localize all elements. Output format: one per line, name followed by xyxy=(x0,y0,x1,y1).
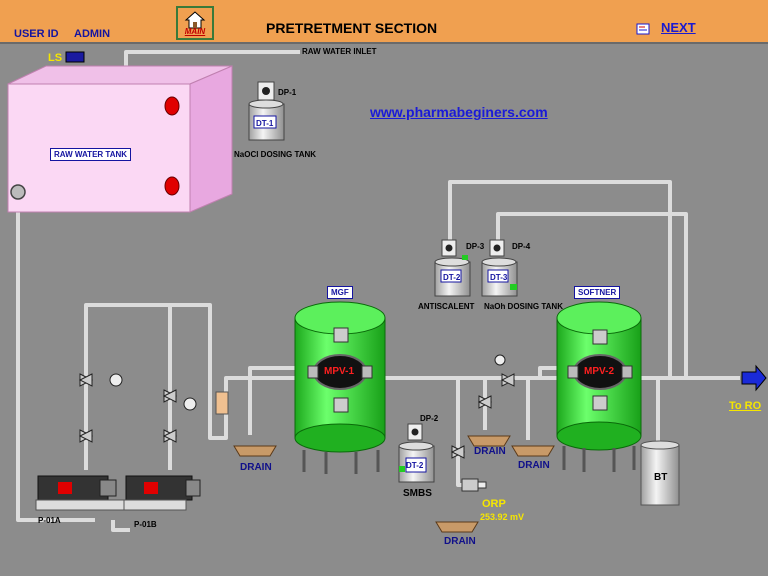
mgf-label[interactable]: MGF xyxy=(327,286,353,299)
drain-label-3: DRAIN xyxy=(518,460,550,471)
dt2-smbs-label: DT-2 xyxy=(406,461,424,470)
high-level-alarm-icon xyxy=(164,96,180,116)
mpv2-button[interactable]: MPV-2 xyxy=(584,366,615,377)
to-ro-link[interactable]: To RO xyxy=(729,400,762,412)
main-button[interactable]: MAIN xyxy=(176,6,214,40)
drain-trays xyxy=(233,435,555,533)
pump-b-label: P-01B xyxy=(134,520,157,529)
dt1-label: DT-1 xyxy=(256,119,274,128)
smbs-label: SMBS xyxy=(403,488,432,499)
raw-water-inlet-label: RAW WATER INLET xyxy=(302,47,377,56)
flow-meter-icon xyxy=(215,391,229,415)
dt3-dosing-tank xyxy=(481,239,518,297)
drain-label-2: DRAIN xyxy=(474,446,506,457)
softner-vessel xyxy=(556,301,642,472)
drain-label-1: DRAIN xyxy=(240,462,272,473)
antiscalent-label: ANTISCALENT xyxy=(418,302,475,311)
dp3-label: DP-3 xyxy=(466,242,485,251)
bt-label: BT xyxy=(654,472,668,483)
user-name: ADMIN xyxy=(74,28,111,40)
pump-p01a xyxy=(35,475,127,511)
naoh-tank-label: NaOh DOSING TANK xyxy=(484,302,563,311)
raw-water-tank xyxy=(7,65,233,213)
orp-label: ORP xyxy=(482,498,506,510)
naocl-tank-label: NaOCl DOSING TANK xyxy=(234,150,317,159)
smbs-dosing-tank xyxy=(398,423,435,483)
pump-p01b xyxy=(123,475,201,511)
header-bar: USER ID ADMIN MAIN PRETRETMENT SECTION N… xyxy=(0,0,768,44)
dp4-label: DP-4 xyxy=(512,242,531,251)
mgf-vessel xyxy=(294,301,386,474)
drain-label-4: DRAIN xyxy=(444,536,476,547)
page-title: PRETRETMENT SECTION xyxy=(266,20,438,36)
mpv1-button[interactable]: MPV-1 xyxy=(324,366,355,377)
next-page-icon[interactable] xyxy=(636,22,650,36)
home-icon xyxy=(184,11,206,29)
user-id-label: USER ID xyxy=(14,28,59,40)
orp-value: 253.92 mV xyxy=(480,512,525,522)
softner-label[interactable]: SOFTNER xyxy=(574,286,621,299)
valves xyxy=(78,354,516,459)
dt2-anti-label: DT-2 xyxy=(443,273,461,282)
dp2-label: DP-2 xyxy=(420,414,439,423)
main-button-label: MAIN xyxy=(184,27,206,36)
level-switch-icon xyxy=(65,51,85,63)
dt2-dosing-tank xyxy=(434,239,471,297)
dt3-label: DT-3 xyxy=(490,273,508,282)
orp-sensor-icon xyxy=(461,478,487,492)
bt-tank xyxy=(640,440,680,506)
ls-label: LS xyxy=(48,52,63,64)
pump-a-label: P-01A xyxy=(38,516,61,525)
next-button[interactable]: NEXT xyxy=(661,20,696,35)
dt1-dosing-tank xyxy=(248,81,285,141)
dp1-label: DP-1 xyxy=(278,88,297,97)
arrow-right-icon xyxy=(741,364,767,392)
website-link[interactable]: www.pharmabeginers.com xyxy=(370,104,548,120)
raw-water-tank-label[interactable]: RAW WATER TANK xyxy=(50,148,132,161)
low-level-alarm-icon xyxy=(164,176,180,196)
